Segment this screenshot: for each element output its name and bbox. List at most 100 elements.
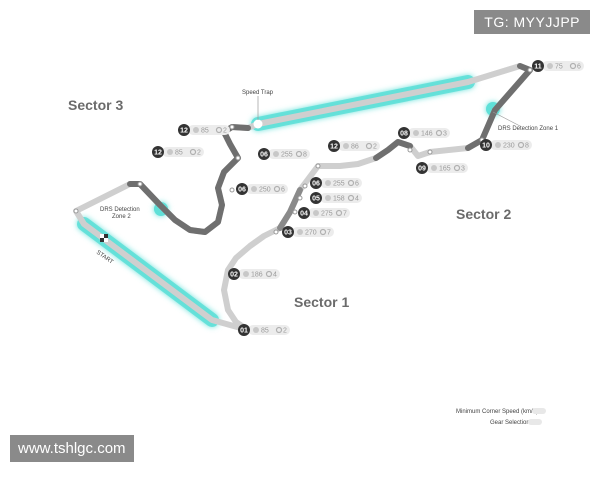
gear-icon [319,228,327,236]
gear-icon [273,185,281,193]
corner-gear: 4 [273,272,277,279]
corner-number-badge [238,324,250,336]
speed-icon [253,327,259,333]
corner-speed: 230 [503,143,515,150]
corner-speed: 250 [259,187,271,194]
corner-number: 12 [330,144,338,151]
corner-gear: 6 [281,187,285,194]
gear-icon [453,164,461,172]
speed-icon [343,143,349,149]
corner-number-badge [310,177,322,189]
corner-gear: 3 [443,131,447,138]
legend-gear-swatch [528,419,542,425]
gear-icon [347,194,355,202]
corner-pill: 02 186 4 [228,268,280,280]
corner-speed: 75 [555,64,563,71]
corner-gear: 2 [223,128,227,135]
corner-speed: 255 [281,152,293,159]
corner-number: 10 [482,143,490,150]
corner-number: 06 [260,152,268,159]
gear-icon [365,142,373,150]
corner-number: 12 [154,150,162,157]
speed-icon [297,229,303,235]
corner-speed: 146 [421,131,433,138]
gear-icon [569,62,577,70]
speed-icon [495,142,501,148]
corner-number-badge [532,60,544,72]
corner-gear: 3 [461,166,465,173]
gear-icon [347,179,355,187]
corner-speed: 85 [175,150,183,157]
gear-icon [295,150,303,158]
speed-icon [313,210,319,216]
corner-pill: 06 250 6 [236,183,288,195]
corner-number: 02 [230,272,238,279]
corner-number: 12 [180,128,188,135]
corner-gear: 2 [197,150,201,157]
corner-gear: 8 [525,143,529,150]
gear-icon [335,209,343,217]
speed-icon [431,165,437,171]
corner-number-badge [258,148,270,160]
corner-pill: 06 255 6 [310,177,362,189]
corner-speed: 186 [251,272,263,279]
corner-gear: 6 [355,181,359,188]
corner-number: 03 [284,230,292,237]
speed-icon [251,186,257,192]
corner-number-badge [416,162,428,174]
sector-1-label: Sector 1 [294,294,349,310]
corner-speed: 158 [333,196,345,203]
speed-icon [413,130,419,136]
corner-number-badge [480,139,492,151]
corner-number-badge [310,192,322,204]
corner-number: 06 [312,181,320,188]
speed-icon [325,180,331,186]
corner-gear: 2 [373,144,377,151]
corner-speed: 85 [201,128,209,135]
sector-3-label: Sector 3 [68,97,123,113]
speed-icon [243,271,249,277]
corner-number: 04 [300,211,308,218]
speed-icon [273,151,279,157]
corner-number-badge [152,146,164,158]
legend: Minimum Corner Speed (km/h) Gear Selecti… [456,408,546,426]
corner-number: 06 [238,187,246,194]
track [73,63,533,333]
corner-number-badge [282,226,294,238]
corner-number-badge [228,268,240,280]
corner-speed: 255 [333,181,345,188]
corner-gear: 7 [327,230,331,237]
legend-gear: Gear Selection [490,420,530,426]
corner-gear: 4 [355,196,359,203]
watermark-bottom-left: www.tshlgc.com [10,435,134,462]
gear-icon [435,129,443,137]
corner-gear: 8 [303,152,307,159]
corner-number: 09 [418,166,426,173]
corner-number-badge [298,207,310,219]
corner-number: 11 [534,64,542,71]
gear-icon [517,141,525,149]
corner-gear: 7 [343,211,347,218]
speed-icon [167,149,173,155]
gear-icon [215,126,223,134]
corner-speed: 275 [321,211,333,218]
gear-icon [265,270,273,278]
corner-number: 08 [400,131,408,138]
corner-pill: 12 85 2 [152,146,204,158]
legend-speed-swatch [532,408,546,414]
speed-icon [325,195,331,201]
drs-zone-1-leader [492,111,521,127]
corner-speed: 86 [351,144,359,151]
gear-icon [275,326,283,334]
corner-number-badge [398,127,410,139]
corner-pill: 12 85 2 [178,124,230,136]
drs-zone-2-label-line1: DRS Detection [100,207,140,213]
speed-icon [193,127,199,133]
